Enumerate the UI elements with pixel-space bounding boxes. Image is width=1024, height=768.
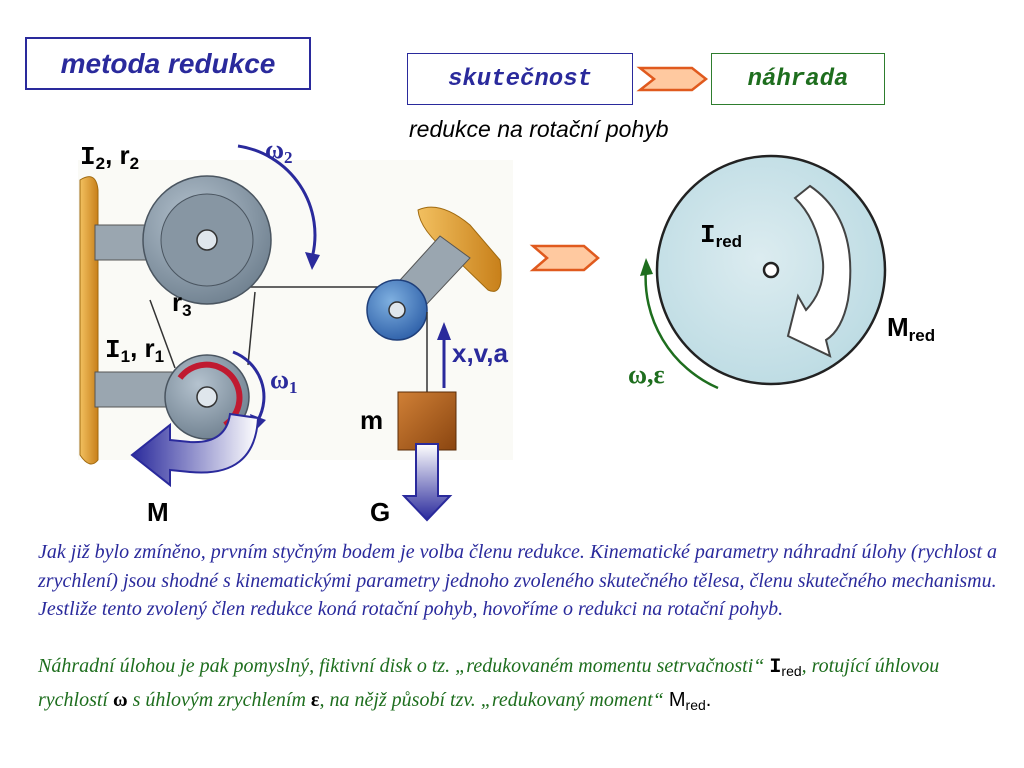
omega-eps-arrowhead bbox=[640, 258, 653, 276]
title-box: metoda redukce bbox=[25, 37, 311, 90]
wheel-1-red-arc bbox=[177, 361, 243, 428]
flow-arrow-middle bbox=[529, 244, 600, 272]
label-i1-r1: I1, r1 bbox=[105, 333, 165, 366]
flow-arrow-top bbox=[636, 66, 709, 92]
paragraph-2: Náhradní úlohou je pak pomyslný, fiktivn… bbox=[38, 655, 940, 713]
label-omega2: ω2 bbox=[265, 135, 293, 167]
reality-label: skutečnost bbox=[447, 65, 593, 93]
belt-right bbox=[247, 291, 256, 366]
label-mass: m bbox=[360, 405, 384, 435]
pulley-axle bbox=[388, 301, 406, 319]
wheel-1-axle bbox=[196, 386, 218, 408]
label-omega-eps: ω,ε bbox=[628, 360, 665, 389]
label-kinematics: x,v,a bbox=[452, 338, 508, 368]
reality-box: skutečnost bbox=[407, 53, 633, 105]
ceiling bbox=[417, 206, 502, 292]
wall bbox=[79, 176, 99, 465]
replacement-label: náhrada bbox=[747, 65, 849, 93]
omega2-arrowhead bbox=[305, 252, 320, 270]
paragraph-1: Jak již bylo zmíněno, prvním styčným bod… bbox=[38, 541, 998, 620]
replacement-box: náhrada bbox=[711, 53, 885, 105]
label-i-red: Ired bbox=[700, 220, 743, 251]
kinematics-arrowhead bbox=[437, 322, 451, 340]
omega2-arc bbox=[237, 144, 317, 259]
belt-left bbox=[149, 299, 176, 369]
subtitle: redukce na rotační pohyb bbox=[409, 116, 669, 142]
omega-eps-arc bbox=[644, 267, 719, 390]
reduced-disk-center bbox=[762, 261, 780, 279]
label-m-red: Mred bbox=[887, 312, 936, 345]
label-omega1: ω1 bbox=[270, 365, 298, 397]
label-weight: G bbox=[370, 497, 391, 527]
page-title: metoda redukce bbox=[60, 47, 276, 79]
label-moment: M bbox=[147, 497, 169, 527]
mass-block bbox=[397, 391, 457, 451]
moment-arrow bbox=[130, 412, 260, 488]
label-r3: r3 bbox=[172, 287, 192, 320]
reduced-moment-arrow bbox=[786, 184, 852, 358]
wheel-2-axle bbox=[196, 229, 218, 251]
omega1-arc bbox=[232, 350, 266, 421]
weight-arrow bbox=[401, 443, 453, 522]
label-i2-r2: I2, r2 bbox=[80, 140, 140, 173]
